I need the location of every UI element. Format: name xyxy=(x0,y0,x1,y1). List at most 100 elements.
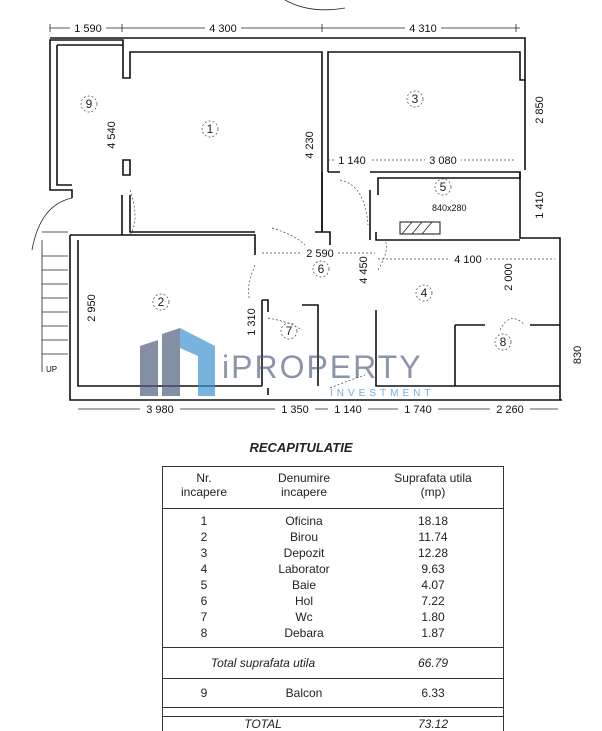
cell-name: Debara xyxy=(284,626,324,640)
header-name: Denumire xyxy=(277,471,331,485)
cell-area: 11.74 xyxy=(418,530,448,544)
cell-nr: 3 xyxy=(200,546,208,560)
table-row: 3 Depozit 12.28 xyxy=(163,545,503,561)
stairs: UP xyxy=(31,197,73,374)
cell-name: Oficina xyxy=(285,514,323,528)
logo-bar-2 xyxy=(162,328,180,396)
room-label-9: 9 xyxy=(86,97,93,111)
cell-area: 1.80 xyxy=(421,610,445,624)
total-label: TOTAL xyxy=(244,717,282,731)
dim-inner: 2 590 xyxy=(306,248,334,260)
walls xyxy=(49,37,562,401)
dim-inner: 3 080 xyxy=(429,155,457,167)
header-area: Suprafata utila xyxy=(394,471,472,485)
logo-bar-1 xyxy=(140,340,158,396)
table-title: RECAPITULATIE xyxy=(249,440,353,455)
room-label-8: 8 xyxy=(500,335,507,349)
header-nr-2: incapere xyxy=(180,485,228,499)
watermark-tagline: INVESTMENT xyxy=(330,388,434,399)
balcony-row: 9 Balcon 6.33 xyxy=(163,679,503,708)
room-label-7: 7 xyxy=(286,324,293,338)
dim-vertical: 1 410 xyxy=(534,191,546,219)
iproperty-watermark-logo: iPROPERTY INVESTMENT xyxy=(140,328,434,399)
dim-vertical: 2 000 xyxy=(503,263,515,291)
cell-nr: 2 xyxy=(200,530,208,544)
table-row: 2 Birou 11.74 xyxy=(163,529,503,545)
cell-nr: 8 xyxy=(200,626,208,640)
dim-bottom: 1 350 xyxy=(281,404,309,416)
vertical-dimensions: 4 540 4 230 2 850 1 410 2 950 1 310 4 45… xyxy=(86,96,584,364)
total-row: TOTAL 73.12 xyxy=(163,716,503,731)
table-row: 8 Debara 1.87 xyxy=(163,625,503,641)
cell-area: 18.18 xyxy=(417,514,449,528)
cell-name: Baie xyxy=(291,578,317,592)
top-dimension-line: 1 590 4 300 4 310 xyxy=(49,20,520,35)
dim-top-3: 4 310 xyxy=(409,23,437,35)
stamp-fragment xyxy=(284,0,346,11)
header-area-2: (mp) xyxy=(420,485,446,499)
cell-name: Laborator xyxy=(278,562,330,576)
table-row: 4 Laborator 9.63 xyxy=(163,561,503,577)
cell-name: Birou xyxy=(289,530,318,544)
dim-vertical: 2 850 xyxy=(534,96,546,124)
cell-area: 1.87 xyxy=(421,626,445,640)
header-nr: Nr. xyxy=(196,471,212,485)
bottom-dimensions: 3 980 1 350 1 140 1 740 2 260 xyxy=(78,401,558,416)
cell-name: Balcon xyxy=(285,686,323,700)
header-name-2: incapere xyxy=(280,485,328,499)
cell-name: Hol xyxy=(294,594,313,608)
total-area: 73.12 xyxy=(417,717,449,731)
cell-area: 6.33 xyxy=(421,686,445,700)
dim-top-1: 1 590 xyxy=(74,23,102,35)
room-label-1: 1 xyxy=(207,122,214,136)
room-label-3: 3 xyxy=(412,92,419,106)
dim-vertical: 4 450 xyxy=(358,256,370,284)
table-row: 1 Oficina 18.18 xyxy=(163,513,503,529)
cell-nr: 1 xyxy=(200,514,208,528)
dim-inner: 4 100 xyxy=(454,254,482,266)
cell-area: 12.28 xyxy=(417,546,449,560)
subtotal-label: Total suprafata utila xyxy=(210,656,316,670)
cell-nr: 5 xyxy=(200,578,208,592)
cell-name: Depozit xyxy=(283,546,325,560)
table-row: 5 Baie 4.07 xyxy=(163,577,503,593)
subtotal-area: 66.79 xyxy=(417,656,449,670)
table-row: 6 Hol 7.22 xyxy=(163,593,503,609)
cell-name: Wc xyxy=(295,610,313,624)
dim-inner: 1 140 xyxy=(338,155,366,167)
floor-plan: 1 590 4 300 4 310 UP 9 xyxy=(31,0,584,416)
cell-nr: 7 xyxy=(200,610,208,624)
door-swings xyxy=(129,179,526,389)
dim-vertical: 830 xyxy=(572,346,584,364)
dim-bottom: 3 980 xyxy=(146,404,174,416)
room-label-2: 2 xyxy=(158,295,165,309)
subtotal-row: Total suprafata utila 66.79 xyxy=(163,648,503,679)
dim-bottom: 1 140 xyxy=(334,404,362,416)
stairs-up-label: UP xyxy=(46,365,57,374)
dim-vertical: 4 230 xyxy=(304,131,316,159)
logo-bar-3 xyxy=(180,328,215,396)
window-label: 840x280 xyxy=(432,203,467,213)
room-label-6: 6 xyxy=(318,262,325,276)
table-row: 7 Wc 1.80 xyxy=(163,609,503,625)
dim-vertical: 4 540 xyxy=(106,121,118,149)
room-label-4: 4 xyxy=(421,286,428,300)
watermark-brand: iPROPERTY xyxy=(222,349,423,385)
cell-nr: 6 xyxy=(200,594,208,608)
dim-bottom: 2 260 xyxy=(496,404,524,416)
room-labels: 9 1 3 5 6 2 4 7 8 840x280 xyxy=(80,90,512,351)
dim-bottom: 1 740 xyxy=(404,404,432,416)
cell-area: 7.22 xyxy=(421,594,445,608)
cell-nr: 9 xyxy=(200,686,208,700)
dim-top-2: 4 300 xyxy=(209,23,237,35)
room-label-5: 5 xyxy=(440,180,447,194)
inner-dimensions: 1 140 3 080 2 590 4 100 xyxy=(262,152,555,266)
dim-vertical: 2 950 xyxy=(86,294,98,322)
dim-vertical: 1 310 xyxy=(246,308,258,336)
cell-area: 4.07 xyxy=(421,578,445,592)
cell-area: 9.63 xyxy=(421,562,445,576)
cell-nr: 4 xyxy=(200,562,208,576)
